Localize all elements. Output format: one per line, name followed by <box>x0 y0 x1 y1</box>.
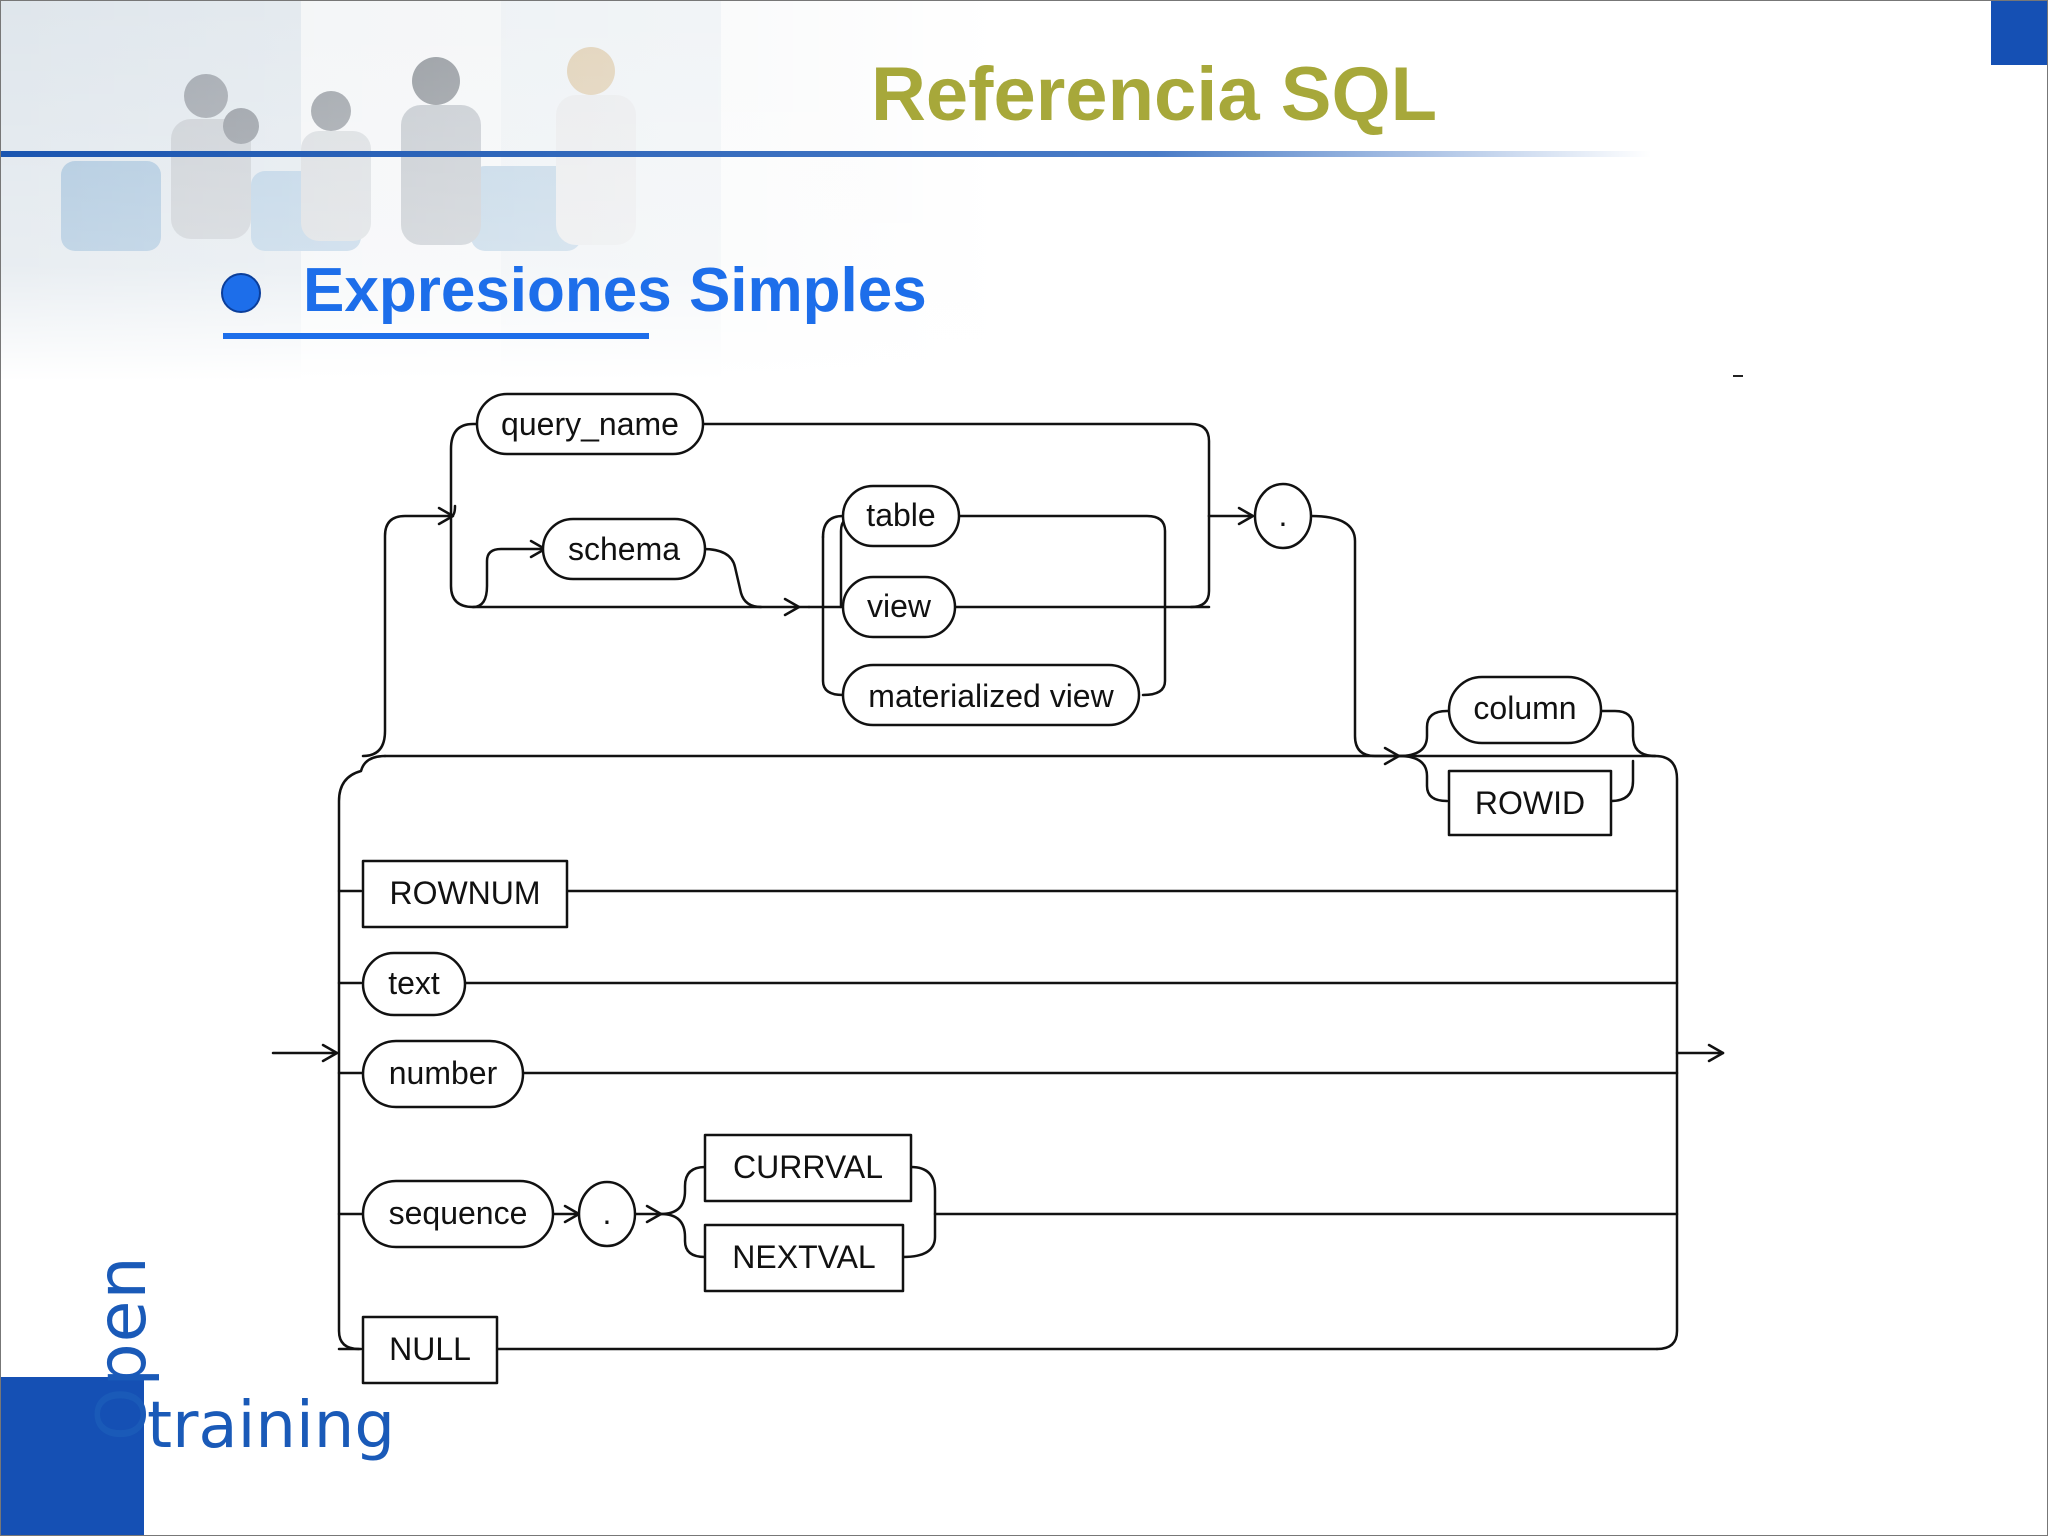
svg-text:.: . <box>603 1195 612 1231</box>
subtitle-underline <box>223 333 649 339</box>
svg-text:NEXTVAL: NEXTVAL <box>732 1239 875 1275</box>
node-text: text <box>361 951 467 1017</box>
header-photo <box>1 1 1001 381</box>
svg-text:number: number <box>389 1055 498 1091</box>
svg-text:.: . <box>1279 497 1288 533</box>
node-dot-top: . <box>1253 482 1313 550</box>
logo-block <box>1 1377 144 1535</box>
syntax-diagram: query_name schema table view materialize… <box>271 392 1725 1385</box>
svg-text:materialized view: materialized view <box>868 678 1114 714</box>
node-null: NULL <box>361 1315 499 1385</box>
svg-text:ROWID: ROWID <box>1475 785 1585 821</box>
svg-text:view: view <box>867 588 932 624</box>
svg-text:ROWNUM: ROWNUM <box>389 875 540 911</box>
svg-text:NULL: NULL <box>389 1331 471 1367</box>
node-dot-sequence: . <box>577 1180 637 1248</box>
header-rule <box>1 151 1651 157</box>
diagram-lines <box>271 422 1725 1351</box>
slide-subtitle: Expresiones Simples <box>303 256 927 325</box>
svg-text:table: table <box>866 497 935 533</box>
svg-text:column: column <box>1473 690 1576 726</box>
node-rownum: ROWNUM <box>361 859 569 929</box>
svg-text:CURRVAL: CURRVAL <box>733 1149 883 1185</box>
logo-training-text: training <box>147 1389 395 1463</box>
node-nextval: NEXTVAL <box>703 1223 905 1293</box>
node-sequence: sequence <box>361 1179 555 1249</box>
svg-text:schema: schema <box>568 531 680 567</box>
svg-text:query_name: query_name <box>501 406 679 442</box>
node-number: number <box>361 1039 525 1109</box>
slide-title: Referencia SQL <box>871 52 1437 137</box>
corner-accent <box>1991 1 2047 65</box>
node-schema: schema <box>541 517 707 581</box>
bullet-icon <box>221 273 261 313</box>
opentraining-logo: Open training <box>1 1241 421 1535</box>
svg-text:text: text <box>388 965 440 1001</box>
node-view: view <box>841 575 957 639</box>
node-materialized-view: materialized view <box>841 663 1141 727</box>
node-rowid: ROWID <box>1447 769 1613 837</box>
node-query-name: query_name <box>475 392 705 456</box>
dash-mark <box>1733 375 1743 377</box>
node-currval: CURRVAL <box>703 1133 913 1203</box>
node-table: table <box>841 484 961 548</box>
node-column: column <box>1447 675 1603 745</box>
svg-text:sequence: sequence <box>389 1195 528 1231</box>
